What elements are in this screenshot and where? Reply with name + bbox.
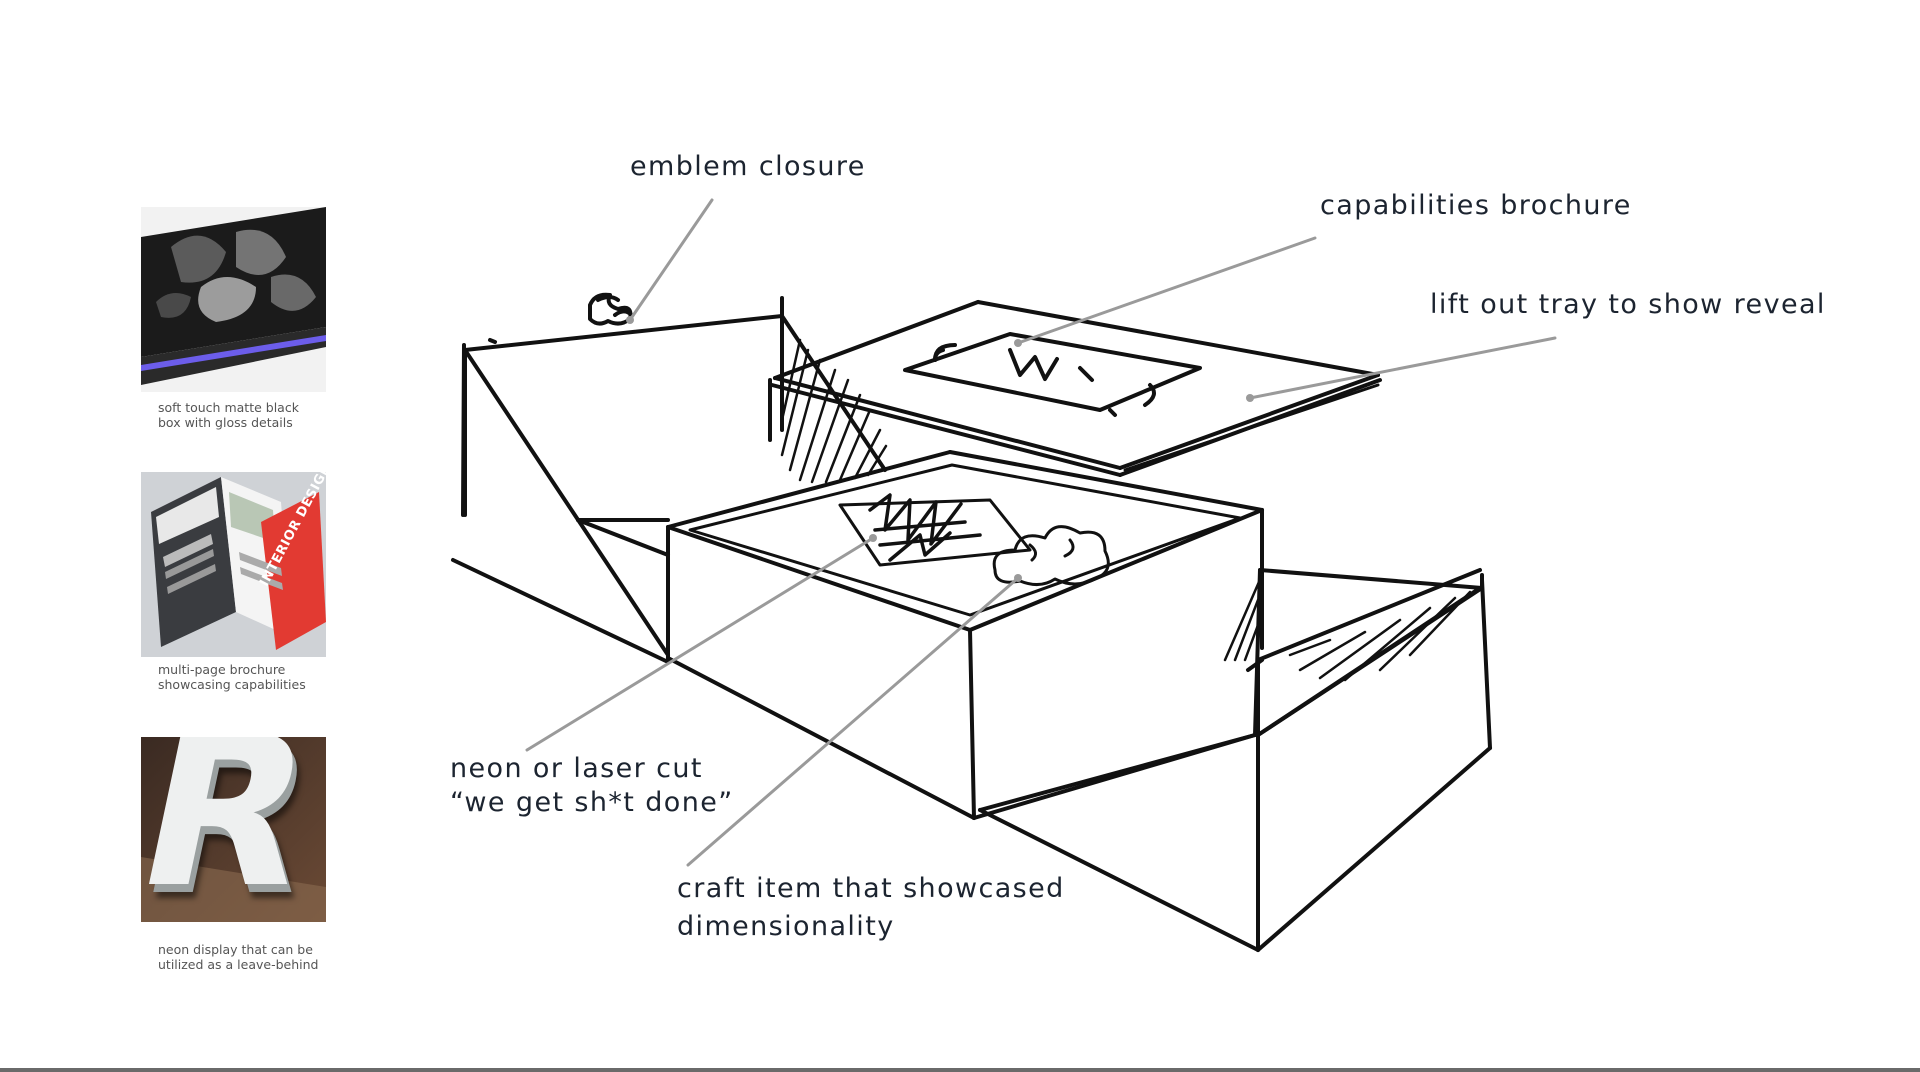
- leader-craft: [686, 576, 1020, 867]
- leader-neon: [525, 536, 875, 752]
- leader-dots: [626, 316, 1254, 582]
- callout-capabilities-brochure: capabilities brochure: [1320, 189, 1632, 223]
- callout-craft-item: craft item that showcased dimensionality: [677, 870, 1065, 946]
- leader-lines: [525, 198, 1557, 867]
- caption-box: soft touch matte black box with gloss de…: [158, 400, 358, 430]
- right-drawer: [978, 568, 1492, 952]
- leader-brochure: [1016, 236, 1317, 345]
- caption-line: neon display that can be: [158, 942, 313, 957]
- brochure-sketch: [903, 332, 1202, 417]
- leader-dot: [626, 316, 634, 324]
- caption-line: soft touch matte black: [158, 400, 299, 415]
- callout-line: craft item that showcased: [677, 873, 1065, 904]
- callout-line: dimensionality: [677, 911, 895, 942]
- caption-line: utilized as a leave-behind: [158, 957, 319, 972]
- leader-emblem: [628, 198, 714, 322]
- callout-line: lift out tray to show reveal: [1430, 289, 1826, 320]
- callout-line: neon or laser cut: [450, 753, 703, 784]
- leader-dot: [869, 534, 877, 542]
- callout-emblem-closure: emblem closure: [630, 150, 866, 184]
- caption-neon: neon display that can be utilized as a l…: [158, 942, 358, 972]
- caption-brochure: multi-page brochure showcasing capabilit…: [158, 662, 358, 692]
- neon-letter-photo: R: [141, 737, 326, 922]
- caption-line: showcasing capabilities: [158, 677, 306, 692]
- matte-black-box-image: [141, 207, 326, 392]
- drawer-hatching: [1223, 573, 1472, 682]
- callout-line: “we get sh*t done”: [450, 787, 734, 818]
- bottom-divider: [0, 1068, 1920, 1072]
- neon-sign-sketch: [838, 493, 1032, 567]
- leader-dot: [1014, 339, 1022, 347]
- caption-line: box with gloss details: [158, 415, 293, 430]
- brochure-photo: INTERIOR DESIGN: [141, 472, 326, 657]
- emblem-closure-sketch: [588, 292, 633, 326]
- left-lid-flap: [451, 296, 887, 664]
- caption-line: multi-page brochure: [158, 662, 286, 677]
- lid-hatching: [780, 338, 888, 484]
- matte-black-box-photo: [141, 207, 326, 392]
- callout-line: capabilities brochure: [1320, 190, 1632, 221]
- callout-line: emblem closure: [630, 151, 866, 182]
- leader-dot: [1014, 574, 1022, 582]
- callout-lift-out-tray: lift out tray to show reveal: [1430, 288, 1826, 322]
- callout-neon-laser-cut: neon or laser cut “we get sh*t done”: [450, 752, 734, 820]
- leader-dot: [1246, 394, 1254, 402]
- brochure-image: [141, 472, 326, 657]
- craft-item-sketch: [992, 525, 1110, 586]
- leader-tray: [1248, 336, 1557, 400]
- neon-letter-image: [141, 737, 326, 922]
- lifted-top-tray: [768, 300, 1382, 477]
- base-box: [666, 450, 1264, 820]
